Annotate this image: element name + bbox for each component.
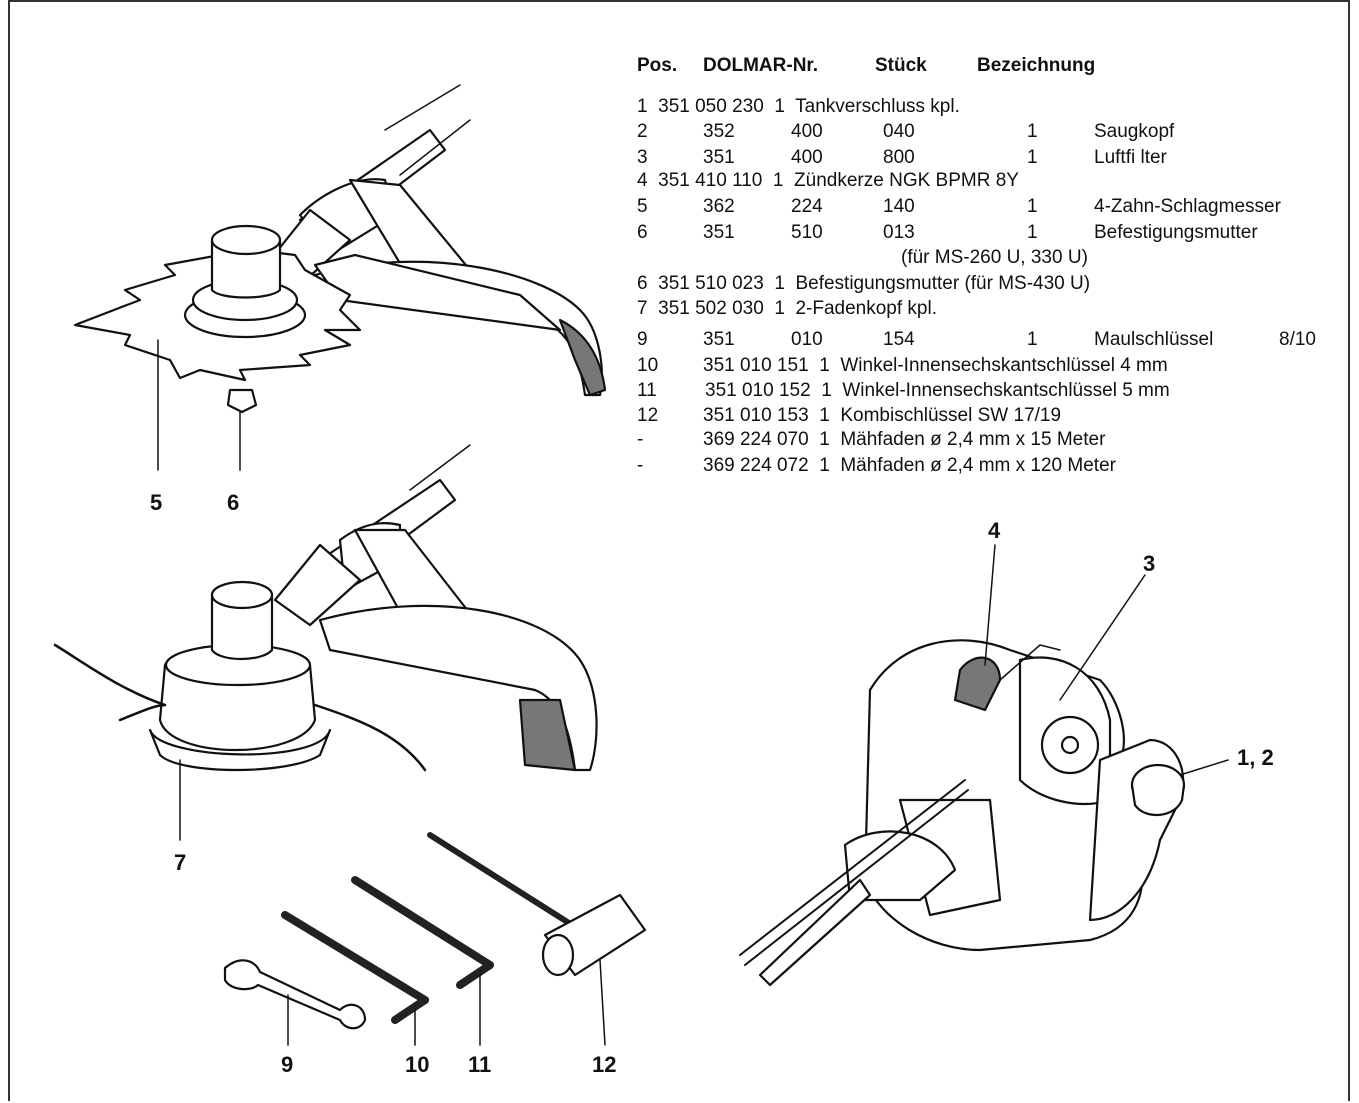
row-11-pos: 11 — [637, 380, 657, 401]
row-2-nr-a: 352 — [703, 121, 735, 142]
row-6-desc: Befestigungsmutter — [1094, 222, 1258, 243]
row-9-size: 8/10 — [1279, 329, 1316, 350]
row-line2-rest: 369 224 072 1 Mähfaden ø 2,4 mm x 120 Me… — [703, 455, 1116, 476]
row-9-nr-c: 154 — [883, 329, 915, 350]
row-line1-pos: - — [637, 429, 644, 450]
header-quantity: Stück — [875, 55, 927, 76]
row-10-pos: 10 — [637, 355, 659, 376]
header-dolmar-nr: DOLMAR-Nr. — [703, 55, 819, 76]
engine-drawing — [739, 544, 1229, 987]
callout-10: 10 — [405, 1052, 430, 1077]
row-3-nr-a: 351 — [703, 147, 735, 168]
row-5-pos: 5 — [637, 196, 648, 217]
line-head-drawing — [53, 444, 598, 841]
row-3-desc: Luftfi lter — [1094, 147, 1167, 168]
callout-1-2: 1, 2 — [1237, 745, 1274, 770]
row-3-nr-b: 400 — [791, 147, 823, 168]
row-11-rest: 351 010 152 1 Winkel-Innensechskantschlü… — [705, 380, 1170, 401]
row-4: 4 351 410 110 1 Zündkerze NGK BPMR 8Y — [637, 170, 1019, 191]
row-3-qty: 1 — [1027, 147, 1038, 168]
row-2-nr-b: 400 — [791, 121, 823, 142]
row-3-pos: 3 — [637, 147, 648, 168]
row-6-note: (für MS-260 U, 330 U) — [901, 247, 1088, 268]
row-5-nr-c: 140 — [883, 196, 915, 217]
row-7: 7 351 502 030 1 2-Fadenkopf kpl. — [637, 298, 937, 319]
callout-12: 12 — [592, 1052, 617, 1077]
row-6b: 6 351 510 023 1 Befestigungsmutter (für … — [637, 273, 1091, 294]
row-12-rest: 351 010 153 1 Kombischlüssel SW 17/19 — [703, 405, 1062, 426]
row-6-nr-b: 510 — [791, 222, 823, 243]
row-1: 1 351 050 230 1 Tankverschluss kpl. — [637, 96, 960, 117]
row-6-qty: 1 — [1027, 222, 1038, 243]
row-10-rest: 351 010 151 1 Winkel-Innensechskantschlü… — [703, 355, 1168, 376]
header-pos: Pos. — [637, 55, 678, 76]
callout-4: 4 — [988, 518, 1001, 543]
row-6-nr-a: 351 — [703, 222, 735, 243]
row-6-nr-c: 013 — [883, 222, 915, 243]
callout-11: 11 — [468, 1052, 492, 1077]
callout-3: 3 — [1143, 551, 1156, 576]
row-2-nr-c: 040 — [883, 121, 915, 142]
row-9-desc: Maulschlüssel — [1094, 329, 1214, 350]
row-9-qty: 1 — [1027, 329, 1038, 350]
row-9-pos: 9 — [637, 329, 648, 350]
callout-7: 7 — [174, 850, 187, 875]
row-line2-pos: - — [637, 455, 644, 476]
row-2-desc: Saugkopf — [1094, 121, 1175, 142]
row-2-pos: 2 — [637, 121, 648, 142]
row-9-nr-b: 010 — [791, 329, 823, 350]
row-2-qty: 1 — [1027, 121, 1038, 142]
row-5-qty: 1 — [1027, 196, 1038, 217]
row-5-nr-a: 362 — [703, 196, 735, 217]
row-9-nr-a: 351 — [703, 329, 735, 350]
row-3-nr-c: 800 — [883, 147, 915, 168]
tools-drawing — [223, 832, 647, 1046]
row-5-nr-b: 224 — [791, 196, 823, 217]
header-description: Bezeichnung — [977, 55, 1096, 76]
row-line1-rest: 369 224 070 1 Mähfaden ø 2,4 mm x 15 Met… — [703, 429, 1106, 450]
callout-6: 6 — [227, 490, 240, 515]
callout-5: 5 — [150, 490, 163, 515]
row-5-desc: 4-Zahn-Schlagmesser — [1094, 196, 1281, 217]
page-frame — [8, 0, 1350, 1101]
callout-9: 9 — [281, 1052, 294, 1077]
row-6-pos: 6 — [637, 222, 648, 243]
blade-assembly-drawing — [73, 84, 607, 471]
row-12-pos: 12 — [637, 405, 659, 426]
